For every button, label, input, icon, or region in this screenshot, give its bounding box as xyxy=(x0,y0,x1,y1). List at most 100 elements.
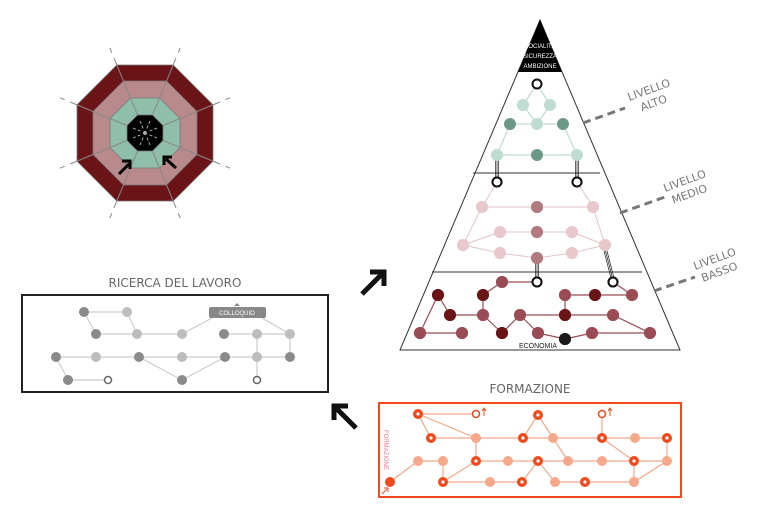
core-ray xyxy=(149,127,159,132)
graph-edge xyxy=(462,206,483,246)
start-arrow-icon xyxy=(381,487,389,495)
graph-edge xyxy=(601,437,635,462)
core-ray xyxy=(131,134,141,139)
graph-node xyxy=(220,352,230,362)
node-mark xyxy=(536,413,540,417)
ricerca-panel: RICERCA DEL LAVORO COLLOQUIO xyxy=(21,276,329,393)
level-pointer xyxy=(582,106,626,125)
octagon-spoke xyxy=(151,47,181,116)
level-connector xyxy=(606,248,615,281)
graph-node xyxy=(589,289,601,301)
octagon-spoke xyxy=(109,47,139,116)
graph-node xyxy=(177,375,187,385)
ricerca-title: RICERCA DEL LAVORO xyxy=(109,276,242,290)
graph-node xyxy=(586,327,598,339)
graph-node xyxy=(477,289,489,301)
graph-edge xyxy=(138,356,183,381)
octagon-diagram xyxy=(59,47,231,219)
octagon-spoke xyxy=(109,150,139,219)
graph-node xyxy=(491,149,503,161)
graph-edge xyxy=(592,206,606,246)
graph-node xyxy=(531,226,543,238)
graph-edge xyxy=(181,356,226,381)
economia-label: ECONOMIA xyxy=(519,343,557,350)
level-pointer xyxy=(653,275,696,293)
graph-node-open xyxy=(597,409,607,419)
node-mark xyxy=(665,436,669,440)
graph-node xyxy=(607,309,619,321)
graph-edge xyxy=(419,294,439,334)
graph-node xyxy=(252,352,262,362)
graph-node xyxy=(599,239,611,251)
graph-node xyxy=(517,99,529,111)
level-connector xyxy=(603,248,612,281)
graph-edge xyxy=(442,460,477,483)
graph-node xyxy=(134,352,144,362)
graph-node-open xyxy=(252,375,262,385)
graph-node-open xyxy=(103,375,113,385)
graph-node xyxy=(457,239,469,251)
graph-node xyxy=(563,456,573,466)
graph-node xyxy=(559,289,571,301)
formazione-title: FORMAZIONE xyxy=(489,382,570,396)
graph-node xyxy=(630,433,640,443)
graph-node xyxy=(504,118,516,130)
octagon-spoke xyxy=(162,97,231,127)
badge-caret xyxy=(234,303,240,306)
graph-node xyxy=(496,327,508,339)
up-arrow-icon xyxy=(607,407,613,416)
formazione-side-label: FORMAZIONE xyxy=(382,430,388,470)
graph-node xyxy=(122,307,132,317)
graph-node xyxy=(548,433,558,443)
graph-edge xyxy=(633,460,668,483)
formazione-panel: FORMAZIONE FORMAZIONE xyxy=(378,382,682,498)
core-ray xyxy=(149,134,159,139)
graph-node xyxy=(494,226,506,238)
graph-node xyxy=(413,456,423,466)
octagon-spoke xyxy=(151,150,181,219)
graph-node-open xyxy=(571,176,583,188)
apex-label-1: SOCIALITÀ xyxy=(524,43,555,50)
graph-node xyxy=(477,309,489,321)
graph-node xyxy=(456,327,468,339)
graph-node xyxy=(285,329,295,339)
graph-node xyxy=(531,201,543,213)
graph-node xyxy=(485,477,495,487)
graph-node xyxy=(219,329,229,339)
core-ray xyxy=(139,119,144,129)
graph-node xyxy=(532,327,544,339)
graph-node xyxy=(177,329,187,339)
graph-node xyxy=(471,433,481,443)
graph-edge xyxy=(181,317,213,335)
graph-node xyxy=(587,201,599,213)
graph-node xyxy=(385,477,395,487)
graph-node-open xyxy=(607,276,619,288)
graph-node xyxy=(503,456,513,466)
arrow-icon xyxy=(117,159,132,176)
node-mark xyxy=(600,436,604,440)
octagon-spoke xyxy=(59,97,128,127)
arrow-up-right-icon xyxy=(360,269,387,296)
graph-node xyxy=(559,333,571,345)
graph-node xyxy=(550,477,560,487)
graph-node xyxy=(414,327,426,339)
graph-node xyxy=(531,118,543,130)
graph-node xyxy=(438,456,448,466)
graph-node-open xyxy=(531,78,543,90)
graph-node xyxy=(626,289,638,301)
graph-node xyxy=(514,309,526,321)
graph-node xyxy=(559,309,571,321)
arrow-up-left-icon xyxy=(331,403,358,430)
graph-node xyxy=(51,352,61,362)
graph-edge xyxy=(612,314,651,334)
node-mark xyxy=(441,480,445,484)
core-ray xyxy=(139,137,144,147)
graph-node xyxy=(571,149,583,161)
octagon-spoke xyxy=(59,139,128,169)
colloquio-badge xyxy=(209,307,266,318)
graph-node xyxy=(644,327,656,339)
graph-node xyxy=(252,329,262,339)
graph-node xyxy=(662,456,672,466)
graph-node xyxy=(79,307,89,317)
graph-node xyxy=(285,352,295,362)
